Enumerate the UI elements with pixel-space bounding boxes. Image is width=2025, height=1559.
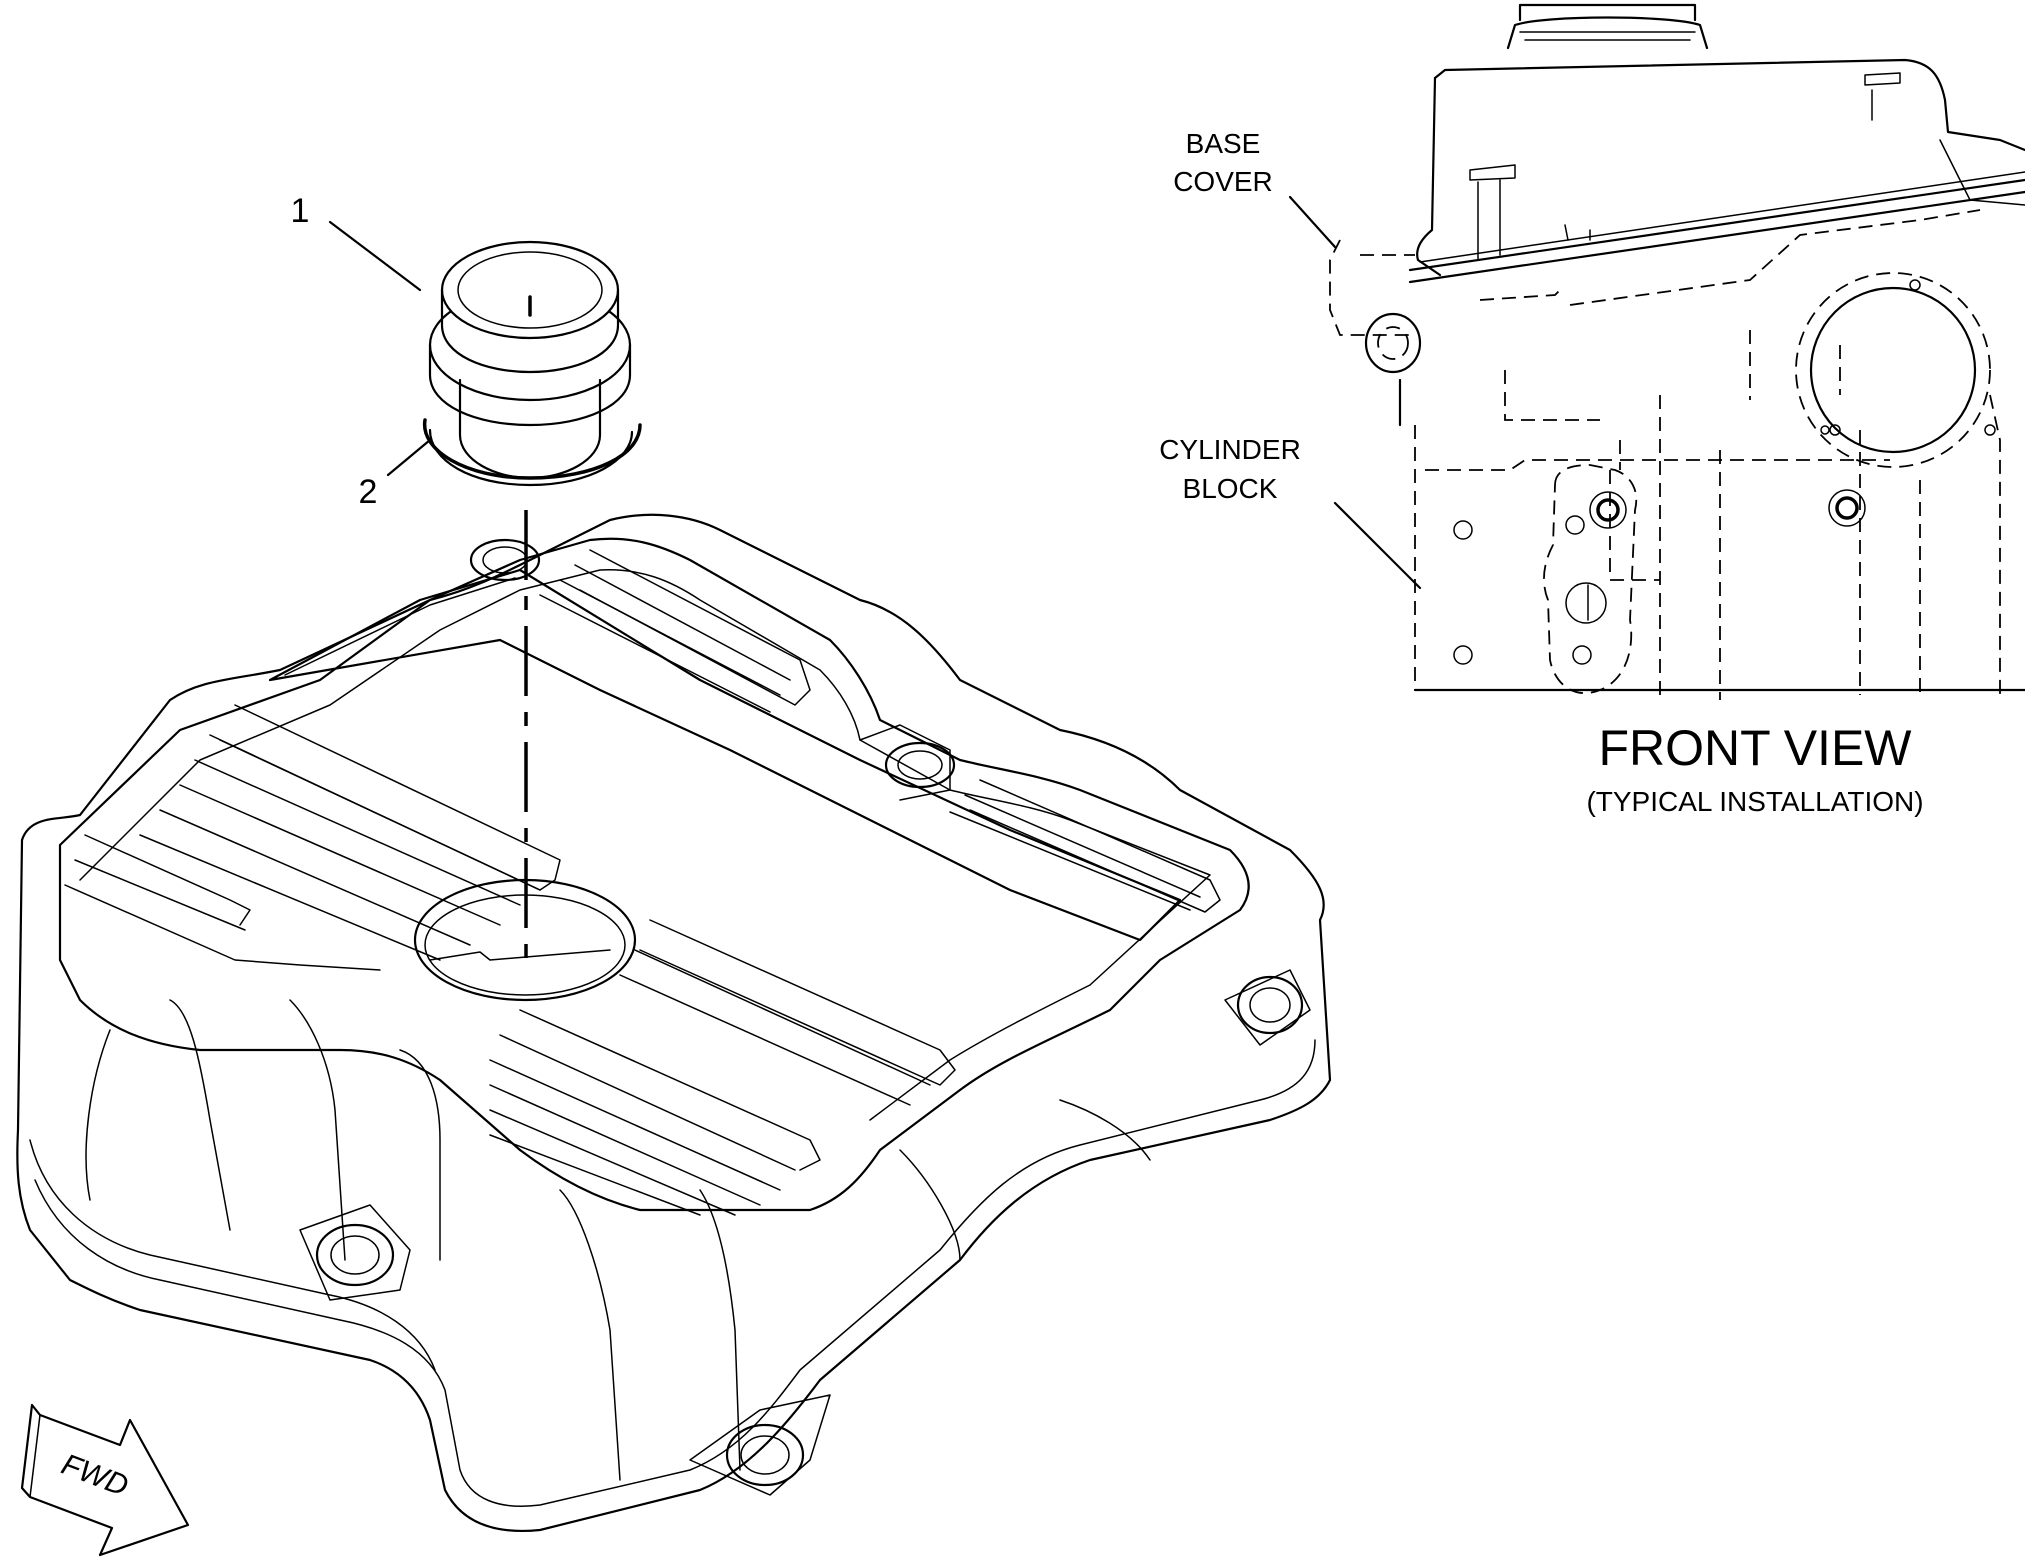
bolt-boss-mid xyxy=(859,724,956,801)
cooling-ribs-left xyxy=(64,704,561,971)
o-ring-seal xyxy=(422,418,642,487)
front-view-subtitle: (TYPICAL INSTALLATION) xyxy=(1586,786,1923,817)
cylinder-block-label-line2: BLOCK xyxy=(1183,473,1278,504)
callout-1: 1 xyxy=(291,192,310,230)
front-view-drawing xyxy=(1329,3,2025,700)
base-cover-leader xyxy=(1288,195,1337,249)
bolt-boss-right xyxy=(1224,969,1311,1046)
front-view-title: FRONT VIEW xyxy=(1599,720,1913,776)
cooling-ribs-upper xyxy=(539,549,1221,913)
bolt-boss-front xyxy=(689,1394,831,1496)
base-cover-label-line1: BASE xyxy=(1186,128,1261,159)
base-cover-label-line2: COVER xyxy=(1173,166,1273,197)
callout-1-leader xyxy=(328,220,422,292)
callout-2-leader xyxy=(386,438,432,477)
filler-cap xyxy=(428,240,632,480)
cylinder-block-label-line1: CYLINDER xyxy=(1159,434,1301,465)
bolt-boss-left xyxy=(299,1204,411,1301)
cooling-ribs-lower xyxy=(489,919,956,1216)
callout-2: 2 xyxy=(359,473,378,511)
cylinder-block-leader xyxy=(1333,501,1422,590)
base-cover-isometric xyxy=(16,513,1332,1532)
fwd-arrow-icon: FWD xyxy=(20,1403,190,1557)
